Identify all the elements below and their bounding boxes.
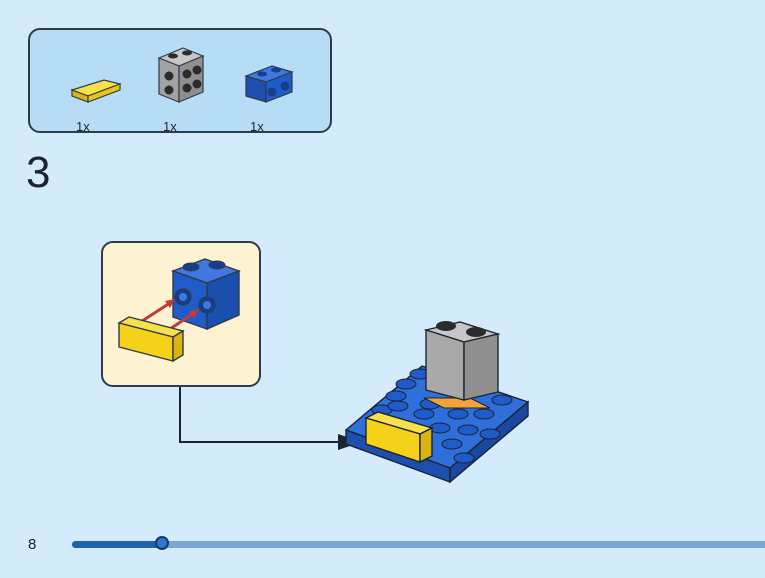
gray-brick-2x2-icon	[157, 47, 205, 103]
sub-assembly-illustration	[117, 258, 242, 363]
part-quantity: 1x	[76, 119, 90, 134]
progress-fill	[72, 541, 162, 548]
part-quantity: 1x	[250, 119, 264, 134]
part-gray-brick: 1x	[155, 44, 225, 134]
part-yellow-tile: 1x	[68, 44, 138, 134]
page-number: 8	[28, 536, 37, 553]
part-quantity: 1x	[163, 119, 177, 134]
progress-knob	[155, 536, 169, 550]
part-blue-brick: 1x	[242, 44, 312, 134]
blue-brick-1x2-icon	[244, 65, 294, 103]
progress-bar	[72, 536, 765, 550]
sub-assembly-callout	[101, 241, 261, 387]
step-number: 3	[26, 148, 51, 197]
parts-list-box: 1x 1x 1x	[28, 28, 332, 134]
yellow-tile-icon	[70, 79, 123, 103]
main-model-illustration	[344, 321, 530, 484]
